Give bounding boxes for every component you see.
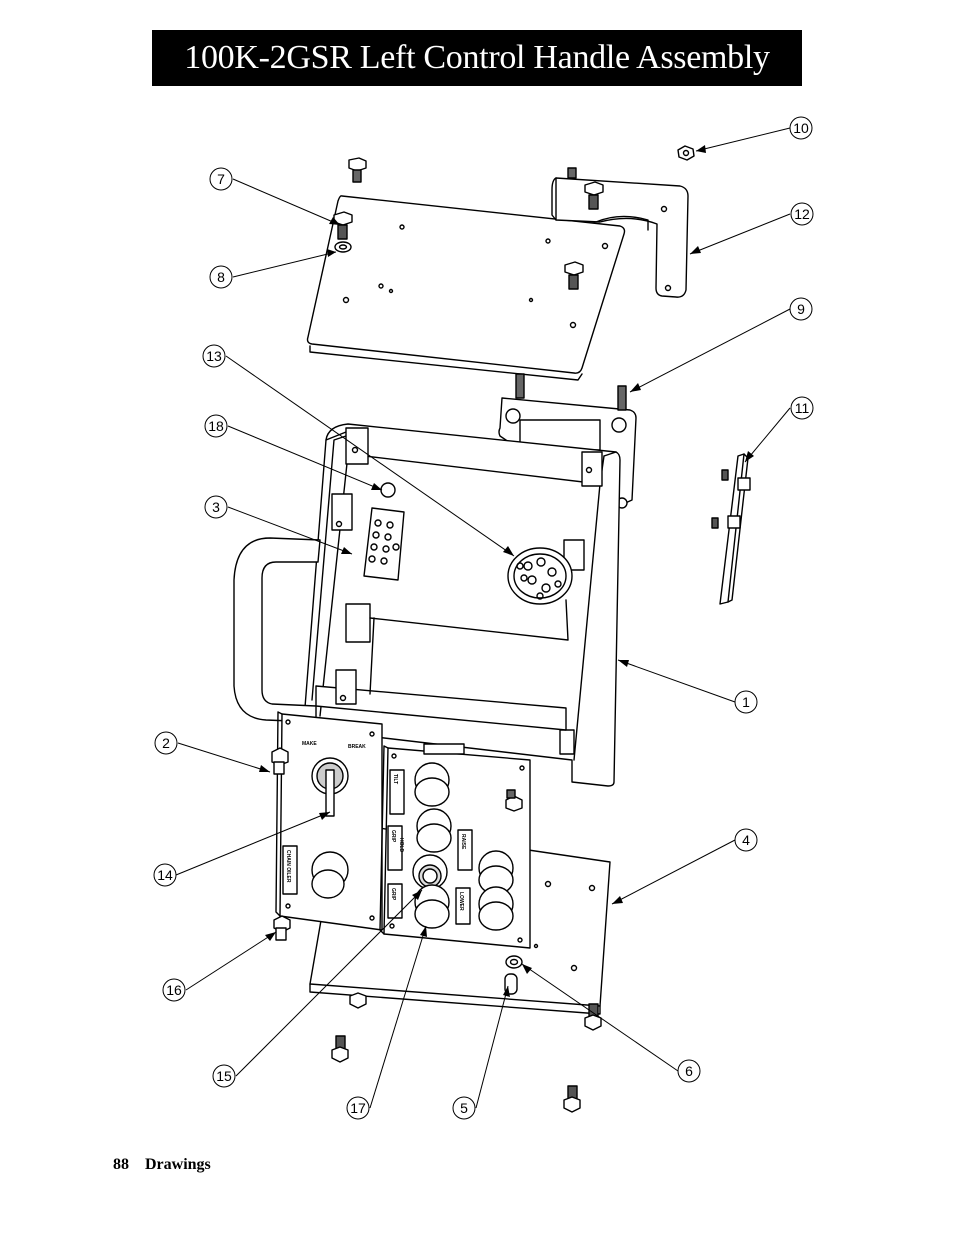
callout-15: 15 xyxy=(212,1064,236,1088)
page-number: 88 xyxy=(113,1156,129,1173)
raise-label: RAISE xyxy=(460,834,466,850)
bolt-top-right xyxy=(564,261,584,290)
washer-6 xyxy=(505,955,523,969)
callout-11: 11 xyxy=(790,396,814,420)
chain-oiler-label: CHAIN OILER xyxy=(285,850,291,883)
svg-text:10: 10 xyxy=(793,120,809,136)
title-banner: 100K-2GSR Left Control Handle Assembly xyxy=(152,30,802,86)
bolt-bottom-2 xyxy=(563,1085,581,1113)
bolt-top-left xyxy=(348,157,367,183)
callout-1: 1 xyxy=(734,690,758,714)
bolt-panel-right xyxy=(505,789,523,812)
callout-14: 14 xyxy=(153,863,177,887)
svg-text:6: 6 xyxy=(685,1063,693,1079)
bolt-bottom-3 xyxy=(584,1003,602,1031)
break-label: BREAK xyxy=(348,744,366,750)
leader-arrows xyxy=(259,145,754,997)
svg-text:11: 11 xyxy=(795,400,810,416)
svg-text:17: 17 xyxy=(350,1100,366,1116)
switch-panel-left: MAKE BREAK xyxy=(275,711,383,931)
svg-text:14: 14 xyxy=(157,867,173,883)
side-plate xyxy=(711,453,751,605)
callout-18: 18 xyxy=(204,414,228,438)
make-label: MAKE xyxy=(302,741,317,747)
grip-label-1: GRIP xyxy=(390,830,396,843)
svg-text:4: 4 xyxy=(742,832,750,848)
grip-handle xyxy=(233,537,321,723)
leader-lines xyxy=(175,127,791,1109)
bolt-bottom-1 xyxy=(331,1035,349,1063)
hold-label: HOLD xyxy=(398,838,404,853)
button-panel-right xyxy=(379,743,531,949)
bolt-bottom-4 xyxy=(349,992,367,1009)
callout-8: 8 xyxy=(209,265,233,289)
callout-17: 17 xyxy=(346,1096,370,1120)
nut-10 xyxy=(677,145,695,161)
callout-12: 12 xyxy=(790,202,814,226)
page-footer: 88 Drawings xyxy=(113,1156,211,1174)
callout-13: 13 xyxy=(202,344,226,368)
svg-text:9: 9 xyxy=(797,301,805,317)
svg-text:8: 8 xyxy=(217,269,225,285)
callout-10: 10 xyxy=(789,116,813,140)
callout-3: 3 xyxy=(204,495,228,519)
callout-4: 4 xyxy=(734,828,758,852)
callout-5: 5 xyxy=(452,1096,476,1120)
connector-plug xyxy=(380,482,573,605)
bolt-2 xyxy=(271,747,289,775)
svg-text:2: 2 xyxy=(162,735,170,751)
svg-text:18: 18 xyxy=(208,418,224,434)
svg-text:16: 16 xyxy=(166,982,182,998)
callout-7: 7 xyxy=(209,167,233,191)
callout-16: 16 xyxy=(162,978,186,1002)
grip-label-2: GRIP xyxy=(390,888,396,901)
svg-text:15: 15 xyxy=(216,1068,232,1084)
top-plate xyxy=(306,195,626,381)
svg-text:7: 7 xyxy=(217,171,225,187)
callout-2: 2 xyxy=(154,731,178,755)
svg-text:1: 1 xyxy=(742,694,750,710)
callout-9: 9 xyxy=(789,297,813,321)
panel-vertical-labels: TILT GRIP HOLD RAISE GRIP LOWER CHAIN OI… xyxy=(285,774,466,911)
svg-text:3: 3 xyxy=(212,499,220,515)
page-title: 100K-2GSR Left Control Handle Assembly xyxy=(184,39,770,76)
bolt-bracket xyxy=(567,167,604,210)
section-name: Drawings xyxy=(145,1156,211,1173)
bolt-16 xyxy=(273,915,291,941)
tilt-label: TILT xyxy=(392,774,398,784)
svg-text:13: 13 xyxy=(206,348,222,364)
lower-label: LOWER xyxy=(458,892,464,911)
terminal-block xyxy=(363,507,405,581)
svg-text:12: 12 xyxy=(794,206,810,222)
svg-text:5: 5 xyxy=(460,1100,468,1116)
callout-6: 6 xyxy=(677,1059,701,1083)
